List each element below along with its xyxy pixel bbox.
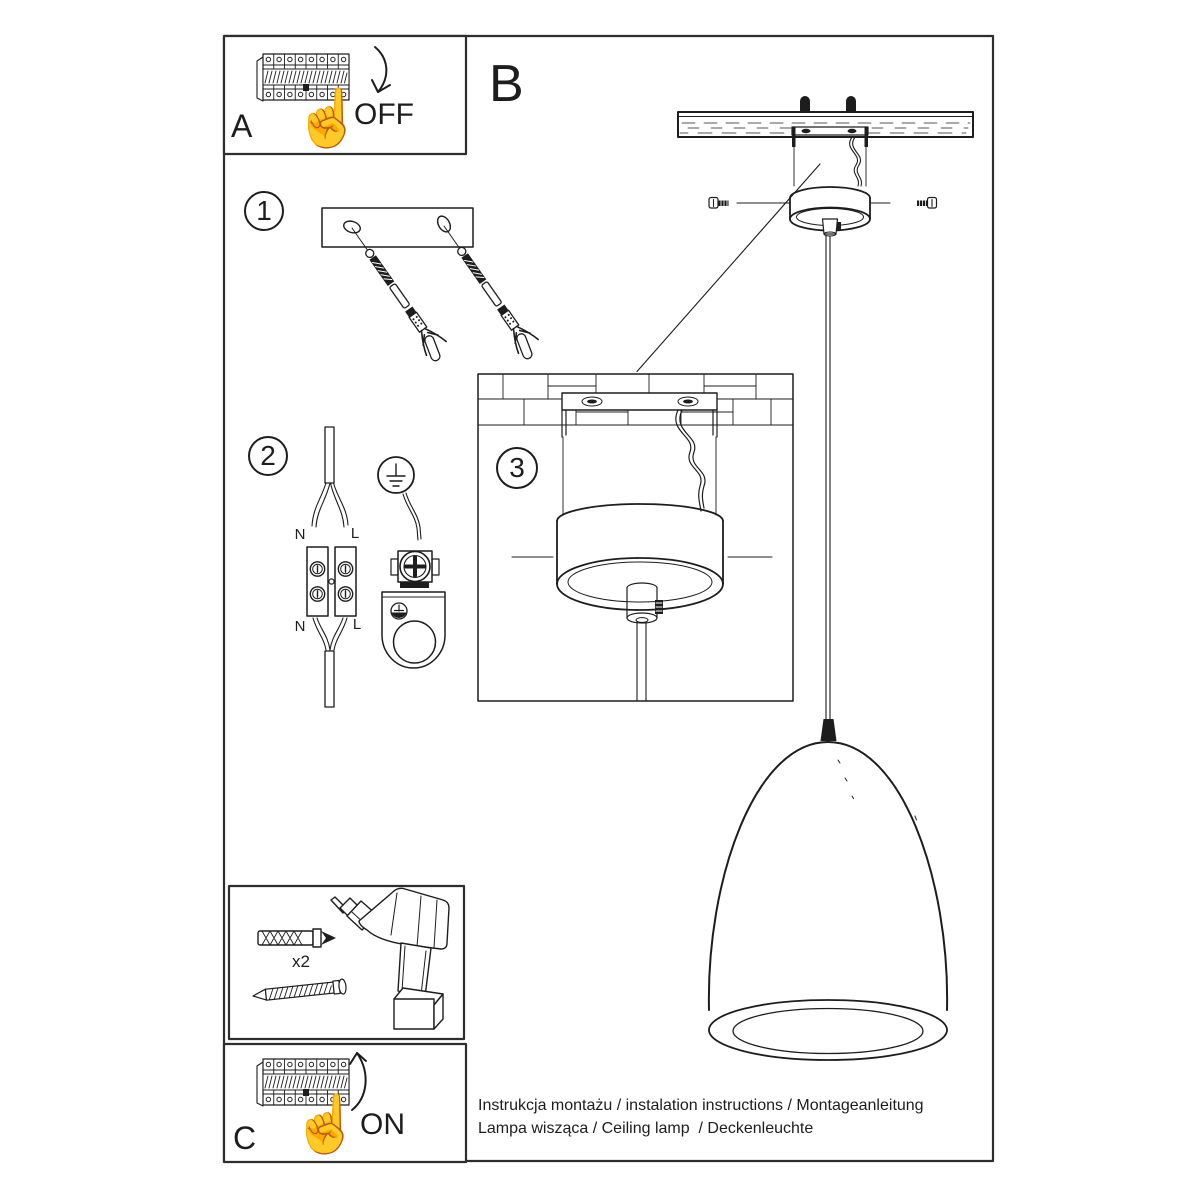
pointing-hand-icon: ☝ [293,86,363,149]
ceiling-bracket-illustration [791,126,869,187]
step-1-figure [244,191,546,366]
step-3-badge-circle [496,447,538,489]
screw-icon [252,978,347,1001]
step-1-number: 1 [256,195,272,226]
ground-symbol-icon [377,456,415,494]
canopy-wire [849,136,863,187]
mounting-plate-illustration [321,207,474,248]
mounting-bolt-icon [846,96,856,112]
drill-icon [330,887,450,1030]
side-screw-icon [708,196,729,209]
curved-arrow-down-icon [371,46,391,93]
wall-plug-icon [257,928,336,948]
terminal-block-illustration [306,546,357,617]
step-3-figure [477,163,821,702]
lamp-shade-illustration [707,719,949,1061]
step-2-badge-circle [248,436,288,476]
cord-grip-illustration [626,582,663,702]
panel-c [222,1042,468,1164]
power-cable-illustration [312,617,348,708]
brick-wall-pattern [477,373,794,426]
page-border [222,34,995,1163]
section-label-b: B [489,55,524,113]
quantity-label: x2 [292,952,310,971]
canopy-illustration [736,186,891,232]
mounting-bolt-icon [800,96,810,112]
panel-a [222,34,468,156]
main-lamp-figure [677,96,974,1061]
canopy-wire [675,409,706,512]
panel-c-label: C [233,1120,257,1156]
step-3-number: 3 [509,452,525,483]
ground-wire [402,492,422,541]
panel-a-label: A [231,108,253,144]
step-1-badge-circle [244,191,284,231]
step-2-number: 2 [260,440,276,471]
side-screw-icon [917,196,938,209]
live-label-top: L [350,525,360,542]
pendant-cord [825,235,831,721]
tools-panel [227,884,466,1041]
footer-line-1: Instrukcja montażu / instalation instruc… [478,1097,924,1114]
footer-line-2: Lampa wisząca / Ceiling lamp / Deckenleu… [478,1120,814,1137]
canopy-illustration [511,503,773,611]
step-2-figure [248,426,446,708]
live-label-bottom: L [352,616,362,633]
neutral-label-bottom: N [294,618,306,635]
neutral-label-top: N [294,526,306,543]
ceiling-bracket-illustration [561,392,718,516]
shade-cord-grip-icon [820,719,837,741]
curved-arrow-up-icon [349,1052,367,1111]
cord-grip-illustration [821,218,841,237]
on-label: ON [360,1108,405,1141]
off-label: OFF [354,98,414,131]
pointing-hand-icon: ☝ [291,1092,361,1155]
ground-terminal-illustration [381,550,446,669]
power-cable-illustration [311,426,349,528]
